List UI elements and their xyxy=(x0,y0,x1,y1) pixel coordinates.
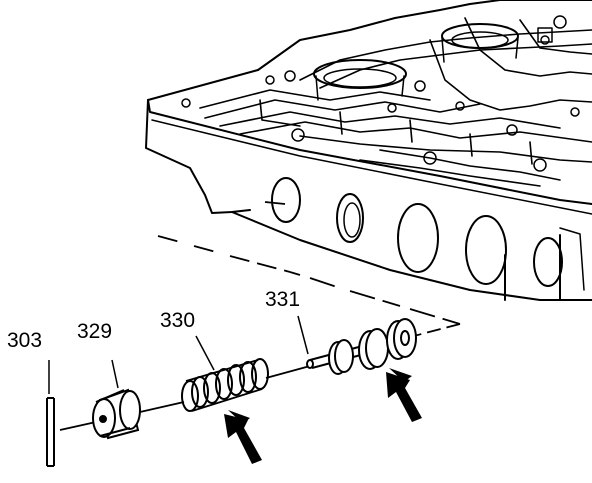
part-330-spring xyxy=(181,335,269,412)
part-329-bore-plug xyxy=(92,359,141,440)
callout-303: 303 xyxy=(7,329,43,352)
part-331-valve xyxy=(297,315,417,375)
up-right-arrow-icon xyxy=(386,368,422,422)
part-303-pin xyxy=(46,360,55,467)
callout-329: 329 xyxy=(77,320,113,343)
callout-331: 331 xyxy=(265,288,301,311)
up-right-arrow-icon xyxy=(224,410,262,464)
valve-body-casting xyxy=(145,0,592,301)
callout-330: 330 xyxy=(160,309,196,332)
